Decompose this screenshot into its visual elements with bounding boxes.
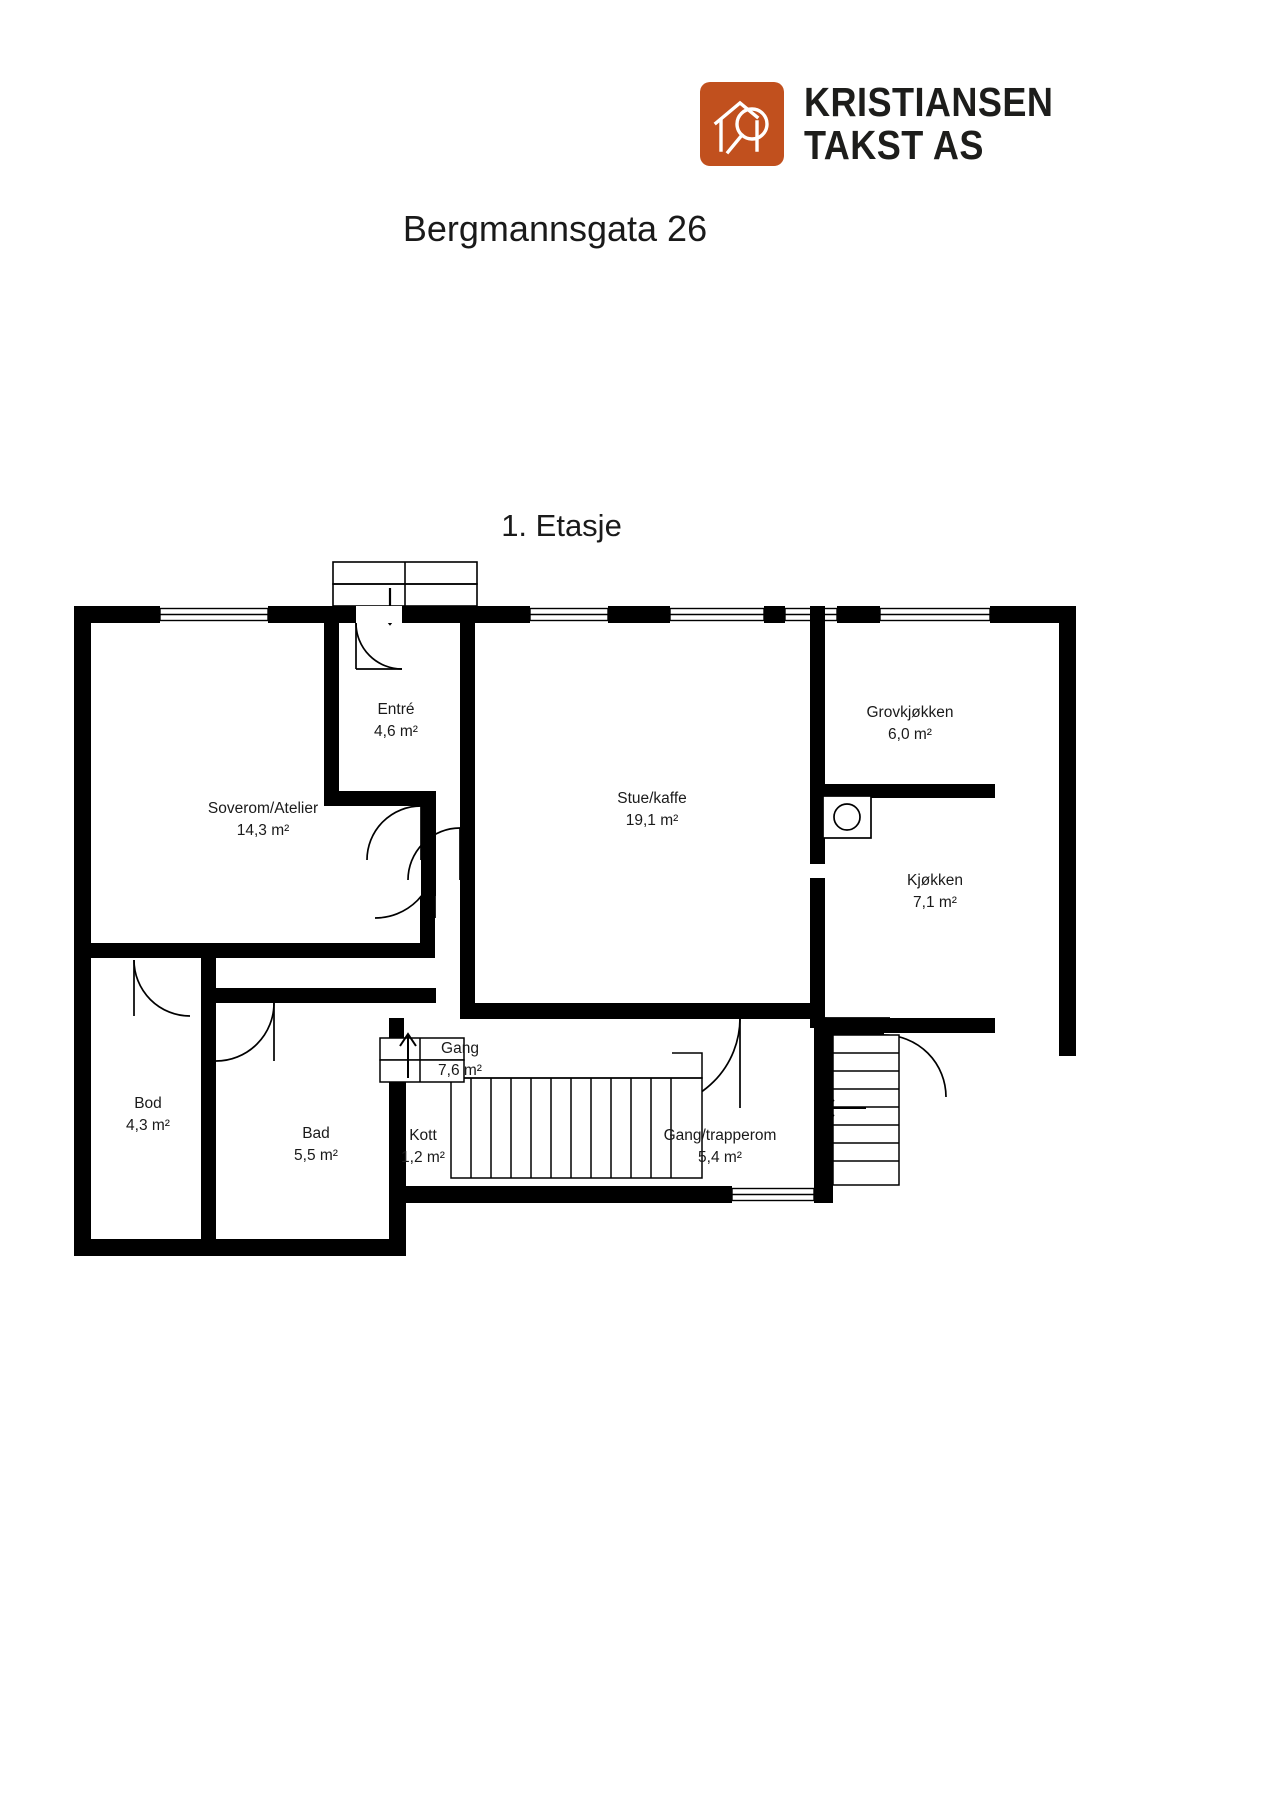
entry-door-opening [356, 606, 402, 623]
door-icon-bad [215, 1002, 275, 1062]
side-stair-arrow-icon [820, 1099, 866, 1117]
floorplan: Soverom/Atelier 14,3 m² Entré 4,6 m² Stu… [60, 548, 1090, 1268]
room-area-bad: 5,5 m² [294, 1147, 338, 1164]
door-icon-bod [133, 959, 191, 1017]
brand-line-2: TAKST AS [804, 121, 984, 168]
door-icon-soverom [374, 857, 436, 919]
floorplan-drawing: Soverom/Atelier 14,3 m² Entré 4,6 m² Stu… [60, 548, 1090, 1268]
door-icon-entrance [355, 622, 403, 670]
room-label-gang: Gang [441, 1040, 479, 1057]
room-labels: Soverom/Atelier 14,3 m² Entré 4,6 m² Stu… [126, 701, 963, 1166]
brand-wordmark: KRISTIANSEN TAKST AS [804, 78, 1087, 168]
room-label-soverom-atelier: Soverom/Atelier [208, 800, 318, 817]
room-area-entre: 4,6 m² [374, 723, 418, 740]
company-logo: KRISTIANSEN TAKST AS [700, 78, 1087, 168]
side-staircase-icon [832, 1034, 900, 1186]
interior-walls [74, 606, 995, 1256]
window-icon [159, 606, 269, 623]
room-label-stue-kaffe: Stue/kaffe [617, 790, 687, 807]
room-area-gang-trapperom: 5,4 m² [698, 1149, 742, 1166]
window-icon-bottom [731, 1186, 815, 1203]
room-area-kott: 1,2 m² [401, 1149, 445, 1166]
room-label-entre: Entré [377, 701, 414, 718]
room-label-kott: Kott [409, 1127, 437, 1144]
room-area-bod: 4,3 m² [126, 1117, 170, 1134]
floor-title: 1. Etasje [501, 508, 622, 543]
door-icon-entre-south [366, 805, 422, 861]
room-label-bad: Bad [302, 1125, 330, 1142]
room-label-kjokken: Kjøkken [907, 872, 963, 889]
room-area-soverom-atelier: 14,3 m² [237, 822, 290, 839]
staircase-icon [450, 1052, 703, 1179]
room-area-grovkjokken: 6,0 m² [888, 726, 932, 743]
room-label-gang-trapperom: Gang/trapperom [664, 1127, 777, 1144]
room-area-kjokken: 7,1 m² [913, 894, 957, 911]
window-icon [669, 606, 765, 623]
page-title: Bergmannsgata 26 [402, 208, 708, 249]
room-label-bod: Bod [134, 1095, 162, 1112]
stair-up-arrow-icon [399, 1032, 417, 1078]
room-label-grovkjokken: Grovkjøkken [867, 704, 954, 721]
door-icon-stue-west [407, 827, 461, 881]
room-area-stue-kaffe: 19,1 m² [626, 812, 679, 829]
brand-line-1: KRISTIANSEN [804, 78, 1054, 125]
house-magnifier-icon [700, 82, 784, 166]
window-icon [879, 606, 991, 623]
kitchen-sink-icon [822, 795, 872, 839]
room-area-gang: 7,6 m² [438, 1062, 482, 1079]
window-icon [529, 606, 609, 623]
